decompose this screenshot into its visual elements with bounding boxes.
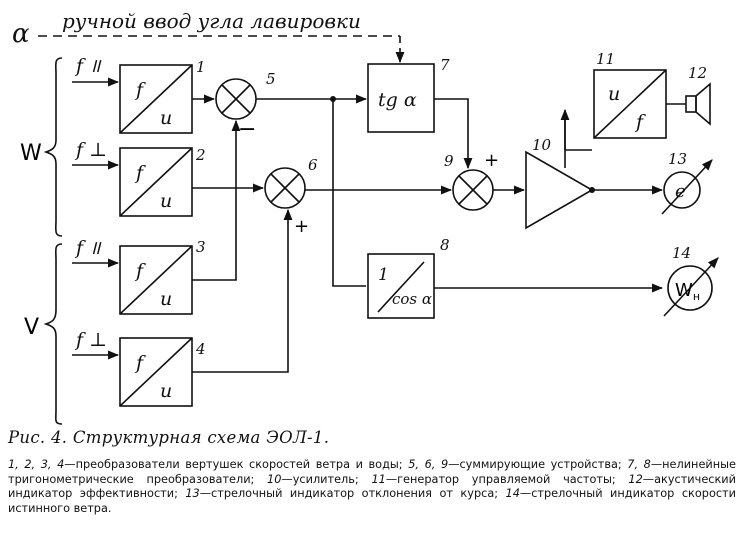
conv1-top: f: [134, 79, 146, 101]
num-10: 10: [532, 136, 552, 154]
conv2-bottom: u: [160, 190, 172, 212]
cos-block-8: [367, 253, 435, 319]
num-6: 6: [308, 156, 318, 174]
legend-text: —генератор управляемой частоты;: [385, 472, 629, 486]
amplifier-10: [525, 150, 594, 230]
conv2-top: f: [134, 162, 146, 184]
legend-text: —усилитель;: [281, 472, 372, 486]
speaker-12: [685, 95, 697, 113]
input-label-3: f ॥: [74, 237, 102, 259]
plus-sign-9: +: [484, 150, 499, 171]
num-2: 2: [195, 146, 206, 164]
conv4-top: f: [134, 352, 146, 374]
tg-block-7: [367, 63, 435, 133]
legend-index: 10: [267, 472, 282, 486]
legend-text: —преобразователи вертушек скоростей ветр…: [64, 458, 409, 471]
block-diagram: α ручной ввод угла лавировки W V f ॥ f ⊥…: [12, 9, 719, 425]
group-v-label: V: [24, 315, 39, 340]
figure-caption: Рис. 4. Структурная схема ЭОЛ-1.: [8, 428, 330, 447]
legend-index: 11: [371, 472, 386, 486]
plus-sign-6: +: [294, 216, 309, 237]
cos-num: 1: [378, 265, 389, 285]
indicator-13: [663, 171, 701, 209]
conv4-bottom: u: [160, 380, 172, 402]
indicator-13-label: e: [675, 181, 686, 202]
legend-text: —суммирующие устройства;: [448, 458, 628, 471]
legend-index: 5, 6, 9: [408, 458, 449, 471]
indicator-14: [667, 265, 713, 311]
num-3: 3: [196, 238, 206, 256]
num-7: 7: [440, 56, 450, 74]
legend-text: —нелинейные тригонометрические преобразо…: [8, 458, 736, 486]
summer-6: [264, 167, 306, 209]
num-9: 9: [444, 152, 454, 170]
conv1-bottom: u: [160, 107, 172, 129]
num-4: 4: [195, 340, 206, 358]
converter-block-2: [119, 147, 193, 217]
legend-text: —стрелочный индикатор скорости истинного…: [8, 487, 736, 515]
brace-v: [43, 243, 63, 425]
tg-label: tg α: [378, 89, 417, 111]
minus-sign-5: −: [238, 117, 256, 142]
num-13: 13: [668, 150, 687, 168]
legend-text: —стрелочный индикатор отклонения от курс…: [199, 487, 506, 501]
legend-text: —акустический индикатор эффективности;: [8, 472, 736, 501]
figure-legend: 1, 2, 3, 4—преобразователи вертушек скор…: [8, 458, 736, 516]
input-label-4: f ⊥: [74, 329, 107, 351]
gen-top: u: [608, 83, 620, 105]
input-label-1: f ॥: [74, 55, 102, 77]
num-5: 5: [266, 70, 276, 88]
manual-input-label: ручной ввод угла лавировки: [62, 9, 361, 33]
alpha-label: α: [12, 19, 30, 49]
gen-bottom: f: [634, 111, 646, 133]
group-w-label: W: [20, 141, 42, 166]
legend-index: 14: [505, 487, 520, 501]
input-label-2: f ⊥: [74, 139, 107, 161]
conv3-top: f: [134, 260, 146, 282]
num-1: 1: [196, 58, 206, 76]
legend-index: 7, 8: [627, 458, 651, 471]
legend-index: 1, 2, 3, 4: [8, 458, 65, 471]
indicator-14-label: Wн: [675, 280, 700, 303]
num-14: 14: [672, 244, 691, 262]
cos-den: cos α: [392, 290, 432, 308]
num-12: 12: [688, 64, 707, 82]
conv3-bottom: u: [160, 288, 172, 310]
num-11: 11: [596, 50, 615, 68]
legend-index: 13: [185, 487, 200, 501]
legend-index: 12: [628, 472, 643, 486]
num-8: 8: [440, 236, 450, 254]
brace-w: [43, 57, 63, 237]
